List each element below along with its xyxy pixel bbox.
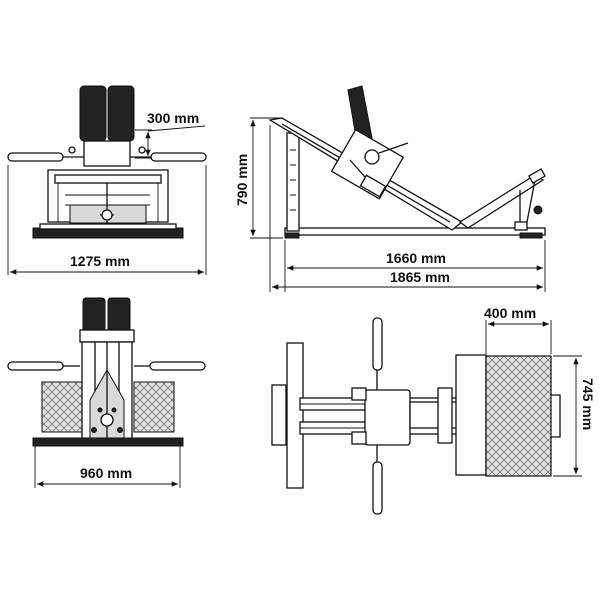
- dim-front-width: 1275 mm: [70, 253, 130, 269]
- front-view: 1275 mm 300 mm: [7, 85, 207, 275]
- back-pad-left: [79, 85, 107, 142]
- rear-plate-left: [41, 381, 83, 433]
- top-view: 400 mm 745 mm: [271, 305, 596, 515]
- rear-handle-right: [149, 361, 206, 371]
- side-carriage: [330, 85, 409, 200]
- back-pad-right: [107, 85, 135, 142]
- dim-total-length: 1865 mm: [390, 269, 450, 285]
- rear-view: 960 mm: [7, 297, 206, 488]
- dim-seat-width: 300 mm: [147, 110, 199, 126]
- dim-plate-width: 745 mm: [580, 378, 596, 430]
- front-handle-left: [7, 152, 64, 162]
- side-view: 790 mm 1660 mm 1865 mm: [234, 85, 546, 292]
- side-base-rail: [284, 227, 546, 236]
- dim-base-length: 1660 mm: [386, 250, 446, 266]
- front-handle-right: [150, 152, 207, 162]
- top-handle-lower: [372, 461, 383, 515]
- top-seat: [364, 389, 411, 446]
- dim-height: 790 mm: [234, 154, 250, 206]
- top-rear-bar: [286, 342, 304, 489]
- top-handle-upper: [372, 317, 383, 371]
- rear-handle-left: [7, 361, 64, 371]
- dim-plate-length: 400 mm: [484, 305, 536, 321]
- top-footplate: [485, 355, 552, 477]
- dim-rear-width: 960 mm: [80, 465, 132, 481]
- rear-plate-right: [133, 381, 175, 433]
